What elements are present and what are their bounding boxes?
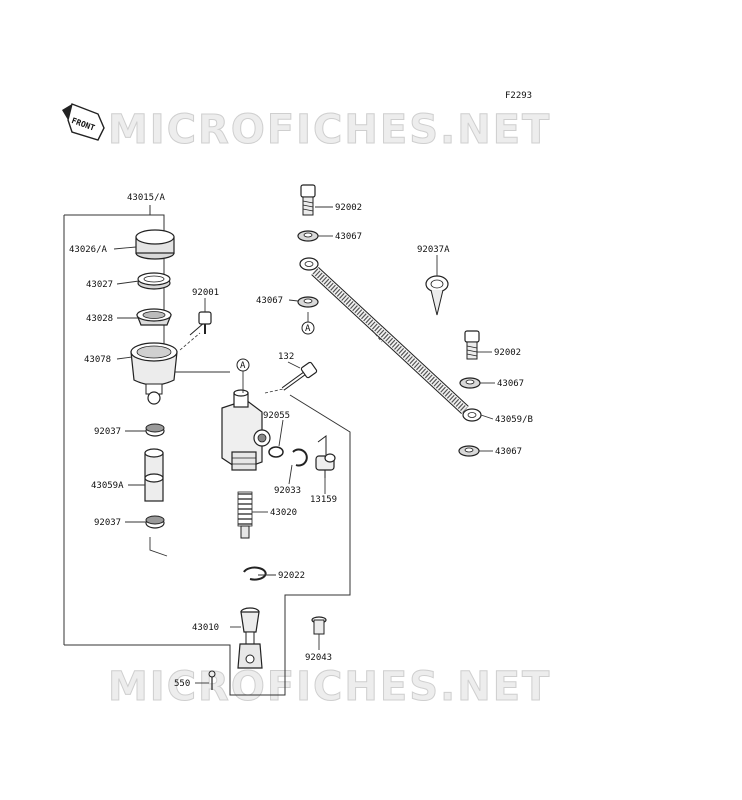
screw-92001 — [189, 311, 212, 336]
washer-43067-1 — [297, 230, 319, 242]
label-92001: 92001 — [192, 288, 219, 298]
label-92037A: 92037A — [417, 245, 450, 255]
label-92043: 92043 — [305, 653, 332, 663]
ref-marker-a-hose: A — [301, 321, 315, 335]
label-43067-3: 43067 — [497, 379, 524, 389]
circlip-92022 — [243, 566, 267, 581]
label-13159: 13159 — [310, 495, 337, 505]
watermark-top: MICROFICHES.NET — [108, 107, 551, 153]
reservoir-hose — [144, 448, 164, 502]
front-arrow-icon: FRONT — [62, 103, 105, 141]
hose-clamp-upper — [145, 423, 165, 437]
label-92037-upper: 92037 — [94, 427, 121, 437]
reservoir-cap — [135, 229, 175, 260]
cotter-pin-550 — [208, 670, 216, 690]
label-43026A: 43026/A — [69, 245, 108, 255]
svg-text:A: A — [240, 361, 246, 371]
figure-code: F2293 — [505, 91, 532, 101]
label-43028: 43028 — [86, 314, 113, 324]
label-43059A: 43059A — [91, 481, 124, 491]
diaphragm-plate — [137, 272, 171, 290]
label-92055: 92055 — [263, 411, 290, 421]
banjo-bolt-upper — [300, 184, 316, 216]
o-ring-92055 — [268, 446, 284, 458]
washer-43067-3 — [459, 377, 481, 389]
hose-continuation-line — [149, 537, 168, 557]
label-43020: 43020 — [270, 508, 297, 518]
label-43067-2: 43067 — [256, 296, 283, 306]
label-43059B: 43059/B — [495, 415, 533, 425]
label-550: 550 — [174, 679, 190, 689]
pin-92043 — [311, 616, 327, 635]
hose-guide-92037A — [425, 275, 449, 316]
spring-43020 — [237, 491, 253, 539]
hose-clamp-lower — [145, 515, 165, 529]
washer-43067-2 — [297, 296, 319, 308]
brake-hose — [299, 257, 482, 422]
circlip-92033 — [292, 448, 308, 467]
label-92002-lower: 92002 — [494, 348, 521, 358]
label-43015A: 43015/A — [127, 193, 166, 203]
label-43067-4: 43067 — [495, 447, 522, 457]
label-43010: 43010 — [192, 623, 219, 633]
assembly-frame — [63, 205, 351, 696]
bolt-132 — [281, 361, 318, 391]
fitting-13159 — [315, 435, 336, 478]
pushrod-43010 — [237, 607, 263, 669]
watermark-bottom: MICROFICHES.NET — [108, 664, 551, 710]
master-cylinder — [221, 389, 271, 471]
label-43067-1: 43067 — [335, 232, 362, 242]
label-92033: 92033 — [274, 486, 301, 496]
reservoir — [130, 342, 178, 405]
label-43078: 43078 — [84, 355, 111, 365]
ref-marker-a-cylinder: A — [236, 358, 250, 372]
label-92002-upper: 92002 — [335, 203, 362, 213]
label-92037-lower: 92037 — [94, 518, 121, 528]
label-43027: 43027 — [86, 280, 113, 290]
svg-text:A: A — [305, 324, 311, 334]
label-132: 132 — [278, 352, 294, 362]
label-92022: 92022 — [278, 571, 305, 581]
leader-lines — [113, 206, 495, 684]
diaphragm — [136, 308, 172, 326]
banjo-bolt-lower — [464, 330, 480, 360]
washer-43067-4 — [458, 445, 480, 457]
